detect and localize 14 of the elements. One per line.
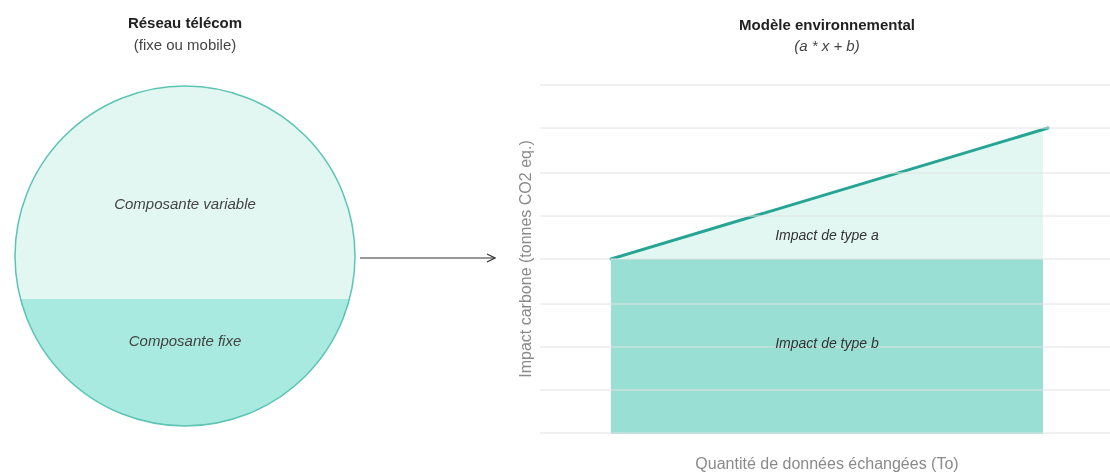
chart-heading: Modèle environnemental (738, 16, 916, 33)
formula: (a * x + b) (793, 37, 861, 54)
circle-subheading: (fixe ou mobile) (132, 36, 238, 53)
segment-label: Composante variable (113, 195, 257, 212)
arrow (359, 253, 496, 263)
area-label: Impact de type b (774, 335, 880, 351)
segment-label: Composante fixe (127, 332, 243, 349)
type-a-area (611, 128, 1048, 259)
area-label: Impact de type a (774, 227, 880, 243)
x-axis-title: Quantité de données échangées (To) (694, 455, 960, 473)
y-axis-title: Impact carbone (tonnes CO2 eq.) (517, 139, 535, 380)
circle-heading: Réseau télécom (126, 14, 244, 31)
type-b-area (611, 259, 1043, 434)
variable-segment (15, 86, 355, 299)
